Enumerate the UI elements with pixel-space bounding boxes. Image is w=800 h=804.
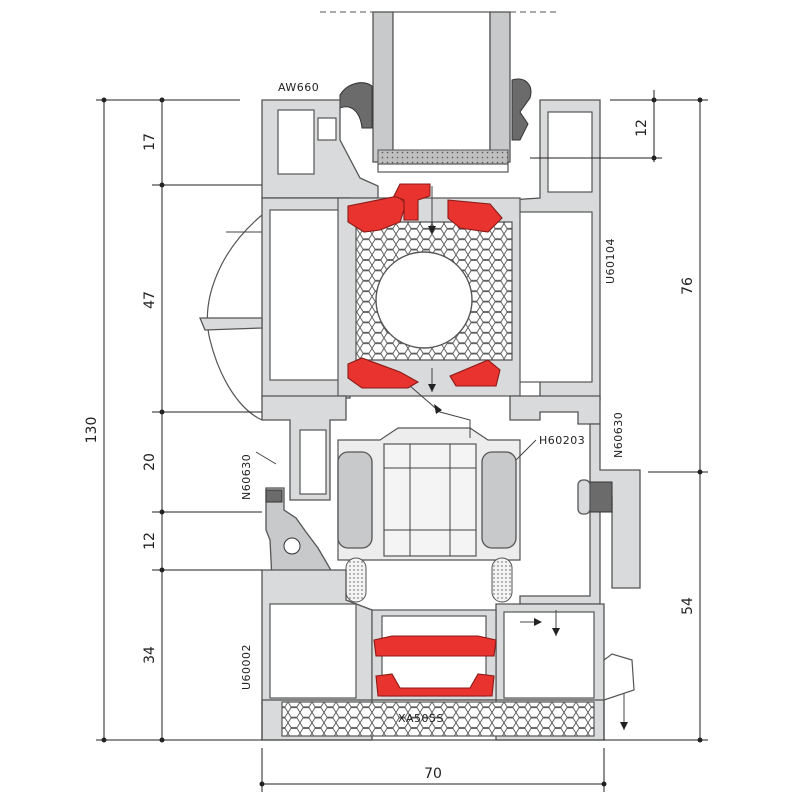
sash-inner-main-chamber <box>511 211 593 383</box>
thermal-break-top-center <box>393 183 431 221</box>
thermal-break-top-right <box>447 199 503 233</box>
glass-spacer <box>377 149 509 165</box>
dim-dot <box>101 97 107 103</box>
dim-text-seg1: 17 <box>142 133 158 151</box>
dim-text-seg5: 34 <box>142 646 158 664</box>
dim-text-seg3: 20 <box>142 453 158 471</box>
leader-h60203 <box>515 439 537 461</box>
gasket-left-tip <box>265 489 283 503</box>
dim-dot <box>159 509 165 515</box>
dim-dot <box>697 737 703 743</box>
arrow-head <box>434 404 442 414</box>
dim-text-total: 130 <box>84 417 100 444</box>
gasket-inner-glazing <box>511 78 532 141</box>
dim-text-bottom: 70 <box>424 766 442 782</box>
thermal-break-frame-top <box>373 635 497 657</box>
gear-roller-right <box>481 451 517 549</box>
label-u60104: U60104 <box>604 238 617 284</box>
label-h60203: H60203 <box>539 434 585 447</box>
dim-dot <box>159 97 165 103</box>
frame-bottom <box>261 569 635 741</box>
sash-profile <box>261 99 601 401</box>
leader-n60630-left <box>255 451 277 465</box>
gear-body <box>383 443 477 557</box>
dim-dot <box>601 781 607 787</box>
foam-strip-xa505s <box>281 701 595 737</box>
sash-outer-groove <box>317 117 337 141</box>
glass-pane-right <box>489 11 511 163</box>
left-hook-chamber <box>299 429 327 495</box>
dim-dot <box>651 155 657 161</box>
dim-dot <box>697 97 703 103</box>
arrow-head <box>428 226 436 234</box>
dim-dot <box>159 567 165 573</box>
dim-text-right-bottom: 54 <box>680 597 696 615</box>
thermal-break-frame-bottom <box>375 673 495 697</box>
dim-dot <box>259 781 265 787</box>
dim-dot <box>159 409 165 415</box>
dim-text-right-mid: 76 <box>680 277 696 295</box>
arrow-head <box>428 384 436 392</box>
arrow-head <box>552 628 560 636</box>
dim-dot <box>159 182 165 188</box>
seal-right <box>491 557 513 603</box>
frame-right-hook <box>509 395 601 425</box>
label-u60002: U60002 <box>240 644 253 690</box>
left-frame-gasket-group <box>265 487 333 593</box>
label-n60630-left: N60630 <box>240 454 253 500</box>
weather-cap <box>603 653 635 701</box>
gasket-holder-right <box>577 479 591 515</box>
sash-inner-top-chamber <box>547 111 593 193</box>
gasket-aw660 <box>339 82 373 129</box>
hardware-zone <box>261 385 601 603</box>
frame-bottom-base <box>261 699 605 741</box>
sash-outer-main-chamber <box>269 209 343 381</box>
gasket-left-hole <box>283 537 301 555</box>
dimension-lines <box>96 90 708 792</box>
label-n60630-right: N60630 <box>612 412 625 458</box>
dim-text-right-top: 12 <box>634 119 650 137</box>
glazing-unit <box>320 11 560 173</box>
dim-text-seg2: 47 <box>142 291 158 309</box>
dim-dot <box>697 469 703 475</box>
sash-outer-chamber <box>277 109 315 175</box>
seal-left <box>345 557 367 603</box>
drain-path <box>409 385 471 438</box>
dim-text-seg4: 12 <box>142 532 158 550</box>
sash-central-tube <box>375 251 473 349</box>
glass-pane-left <box>372 11 394 163</box>
arrow-head <box>620 722 628 730</box>
dim-dot <box>651 97 657 103</box>
dim-dot <box>159 737 165 743</box>
label-xa505s: XA505S <box>398 712 444 725</box>
handle-cover-plate <box>199 317 263 331</box>
handle-cover-curve <box>206 214 263 421</box>
frame-bottom-inner-chamber <box>503 611 595 699</box>
gear-roller-left <box>337 451 373 549</box>
gasket-n60630-right <box>589 481 613 513</box>
dim-dot <box>101 737 107 743</box>
label-aw660: AW660 <box>278 81 319 94</box>
thermal-break-bottom-left <box>347 357 420 389</box>
thermal-break-bottom-right <box>449 359 501 387</box>
glass-cavity <box>392 11 491 163</box>
glass-setting-block <box>377 163 509 173</box>
arrow-head <box>534 618 542 626</box>
frame-bottom-outer-chamber <box>269 603 357 699</box>
